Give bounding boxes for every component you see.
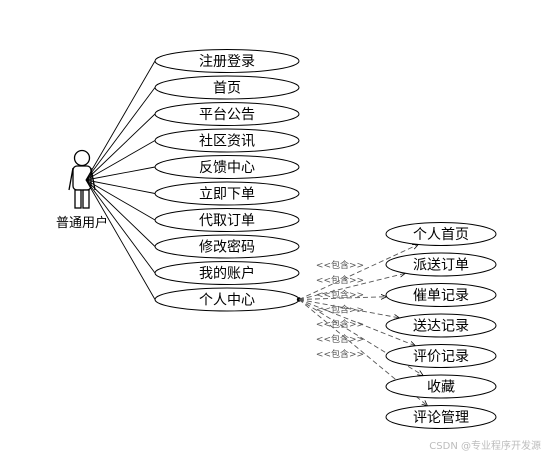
- include-line: [298, 273, 405, 300]
- included-use-case[interactable]: 评价记录: [385, 344, 497, 368]
- use-case-ellipse: [385, 252, 497, 277]
- use-case-label: 个人首页: [413, 227, 469, 243]
- use-case-ellipse: [385, 344, 497, 368]
- use-case[interactable]: 注册登录: [154, 49, 300, 73]
- included-use-case[interactable]: 个人首页: [385, 222, 497, 246]
- included-use-case[interactable]: 评论管理: [385, 405, 497, 429]
- use-case-label: 社区资讯: [199, 134, 255, 150]
- association-line: [85, 166, 156, 181]
- use-case-ellipse: [154, 234, 300, 259]
- use-case[interactable]: 个人中心: [154, 287, 300, 312]
- actor-head: [73, 149, 91, 167]
- association-line: [85, 179, 156, 247]
- use-case-ellipse: [154, 75, 300, 100]
- include-line: [298, 244, 418, 300]
- use-case-label: 派送订单: [413, 258, 469, 274]
- include-stereotype-label: <<包含>>: [316, 274, 364, 286]
- association-line: [85, 140, 156, 181]
- association-line: [85, 179, 156, 194]
- use-case-label: 个人中心: [199, 293, 255, 309]
- include-stereotype-label: <<包含>>: [316, 348, 364, 360]
- use-case-label: 注册登录: [199, 54, 255, 70]
- include-line: [298, 299, 400, 318]
- include-line: [298, 297, 387, 300]
- actor-figure: [68, 149, 96, 209]
- use-case-label: 立即下单: [199, 187, 255, 203]
- use-case-label: 反馈中心: [199, 160, 255, 176]
- use-case-label: 修改密码: [199, 239, 255, 256]
- include-stereotype-label: <<包含>>: [316, 289, 364, 301]
- use-case-ellipse: [385, 313, 497, 338]
- use-case[interactable]: 平台公告: [154, 102, 300, 126]
- use-case-ellipse: [385, 222, 497, 246]
- use-case-label: 首页: [213, 81, 241, 97]
- use-case-ellipse: [154, 155, 300, 179]
- use-case-label: 代取订单: [199, 213, 255, 229]
- included-use-case[interactable]: 派送订单: [385, 252, 497, 277]
- association-line: [85, 179, 156, 274]
- use-case[interactable]: 代取订单: [154, 208, 300, 232]
- use-case[interactable]: 立即下单: [154, 181, 300, 206]
- actor-leg-left: [74, 189, 82, 209]
- use-case-label: 我的账户: [199, 265, 255, 282]
- use-case-label: 评价记录: [413, 349, 469, 365]
- use-case-label: 评论管理: [413, 410, 469, 426]
- use-case-ellipse: [385, 405, 497, 429]
- use-case-label: 送达记录: [413, 319, 469, 335]
- include-stereotype-label: <<包含>>: [316, 318, 364, 330]
- use-case-ellipse: [385, 374, 497, 399]
- actor-leg-right: [82, 189, 90, 209]
- use-case[interactable]: 反馈中心: [154, 155, 300, 179]
- use-case[interactable]: 修改密码: [154, 234, 300, 259]
- use-case-ellipse: [154, 102, 300, 126]
- included-use-case[interactable]: 催单记录: [385, 283, 497, 307]
- actor-name: 普通用户: [56, 215, 108, 231]
- association-lines: [85, 60, 156, 300]
- actor-torso: [72, 165, 92, 191]
- use-case-label: 收藏: [427, 380, 455, 396]
- use-case[interactable]: 社区资讯: [154, 128, 300, 153]
- include-relations: <<包含>> <<包含>> <<包含>> <<包含>> <<包含>> <<包含>> <<包含…: [296, 244, 428, 405]
- include-line: [298, 299, 415, 346]
- use-case[interactable]: 我的账户: [154, 261, 300, 285]
- use-case-ellipse: [154, 128, 300, 153]
- association-line: [85, 87, 156, 181]
- included-use-case[interactable]: 送达记录: [385, 313, 497, 338]
- association-line: [85, 113, 156, 181]
- use-case[interactable]: 首页: [154, 75, 300, 100]
- use-case-ellipse: [385, 283, 497, 307]
- association-line: [85, 60, 156, 181]
- use-case-label: 平台公告: [199, 107, 255, 123]
- use-case-ellipse: [154, 208, 300, 232]
- include-stereotype-label: <<包含>>: [316, 303, 364, 315]
- use-case-ellipse: [154, 181, 300, 206]
- use-case-ellipse: [154, 261, 300, 285]
- watermark: CSDN @专业程序开发源: [429, 439, 541, 452]
- include-stereotype-label: <<包含>>: [316, 259, 364, 271]
- association-line: [85, 179, 156, 221]
- included-use-case[interactable]: 收藏: [385, 374, 497, 399]
- use-case-ellipse: [154, 49, 300, 73]
- use-case-label: 催单记录: [413, 288, 469, 304]
- include-stereotype-label: <<包含>>: [316, 333, 364, 345]
- association-line: [85, 179, 156, 300]
